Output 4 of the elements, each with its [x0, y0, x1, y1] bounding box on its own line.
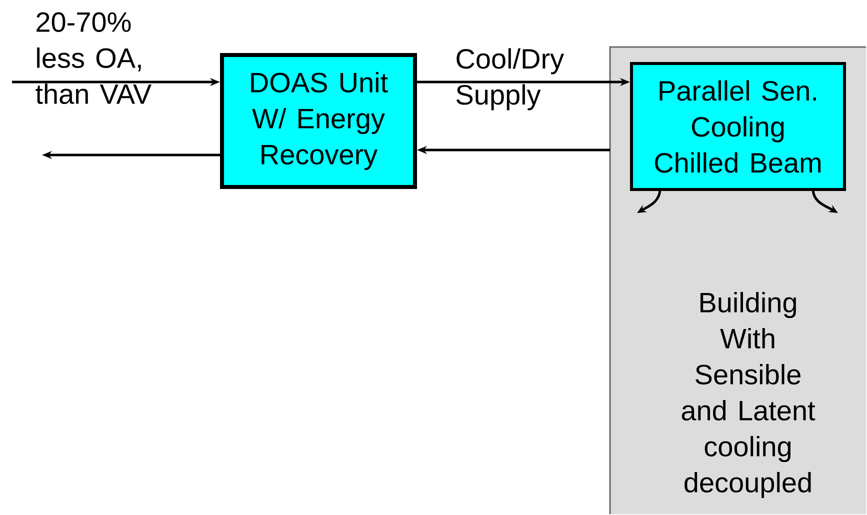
edge-label: Cool/Dry Supply	[456, 48, 564, 110]
chilled-beam-box: Parallel Sen. Cooling Chilled Beam	[630, 62, 846, 191]
process-box: DOAS Unit W/ Energy Recovery	[220, 53, 417, 189]
edge-label: 20-70% less OA, than VAV	[36, 12, 152, 104]
